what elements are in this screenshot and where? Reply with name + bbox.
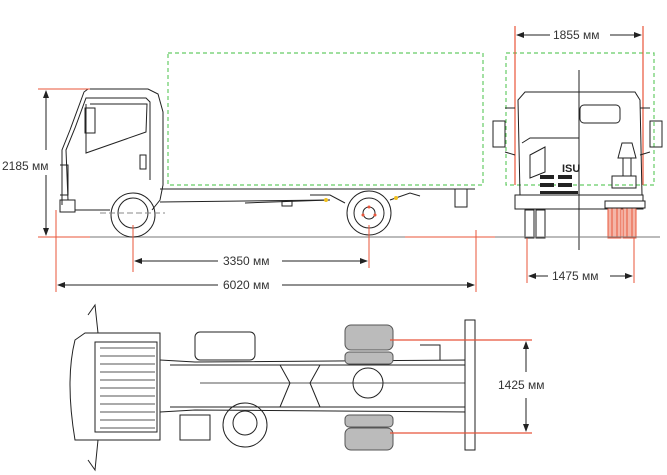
wheelbase-label: 3350 мм bbox=[223, 254, 270, 268]
length-dimension: 6020 мм bbox=[57, 278, 475, 292]
height-label: 2185 мм bbox=[2, 159, 49, 173]
frame-width-label: 1425 мм bbox=[498, 378, 545, 392]
front-rear-view: ISU 1855 мм 1475 мм bbox=[482, 26, 663, 283]
rear-track-dimension: 1475 мм bbox=[528, 269, 633, 283]
frame-width-dimension: 1425 мм bbox=[498, 341, 545, 432]
top-view: 1425 мм bbox=[69, 303, 545, 472]
radiator-fins bbox=[100, 347, 155, 429]
rear-dual-wheels bbox=[604, 200, 646, 239]
frame-side bbox=[159, 188, 475, 208]
front-wheel-top bbox=[222, 402, 268, 448]
rear-track-label: 1475 мм bbox=[552, 269, 599, 283]
length-guides bbox=[55, 210, 490, 292]
rear-bumper bbox=[464, 319, 476, 451]
rear-wheels-top bbox=[344, 324, 394, 451]
side-view: 2185 мм 3350 мм 6020 мм bbox=[2, 52, 490, 292]
cab-side bbox=[59, 88, 164, 213]
cargo-body-front-outline bbox=[505, 52, 655, 186]
height-dimension: 2185 мм bbox=[2, 88, 90, 238]
cab-width-dimension: 1855 мм bbox=[516, 28, 642, 42]
grille bbox=[540, 175, 578, 194]
cab-top bbox=[69, 303, 161, 472]
cab-width-label: 1855 мм bbox=[553, 28, 600, 42]
length-label: 6020 мм bbox=[223, 278, 270, 292]
frame-top bbox=[159, 331, 471, 441]
wheelbase-dimension: 3350 мм bbox=[134, 254, 368, 268]
brand-badge: ISU bbox=[562, 163, 580, 175]
cargo-body-outline bbox=[167, 52, 484, 186]
